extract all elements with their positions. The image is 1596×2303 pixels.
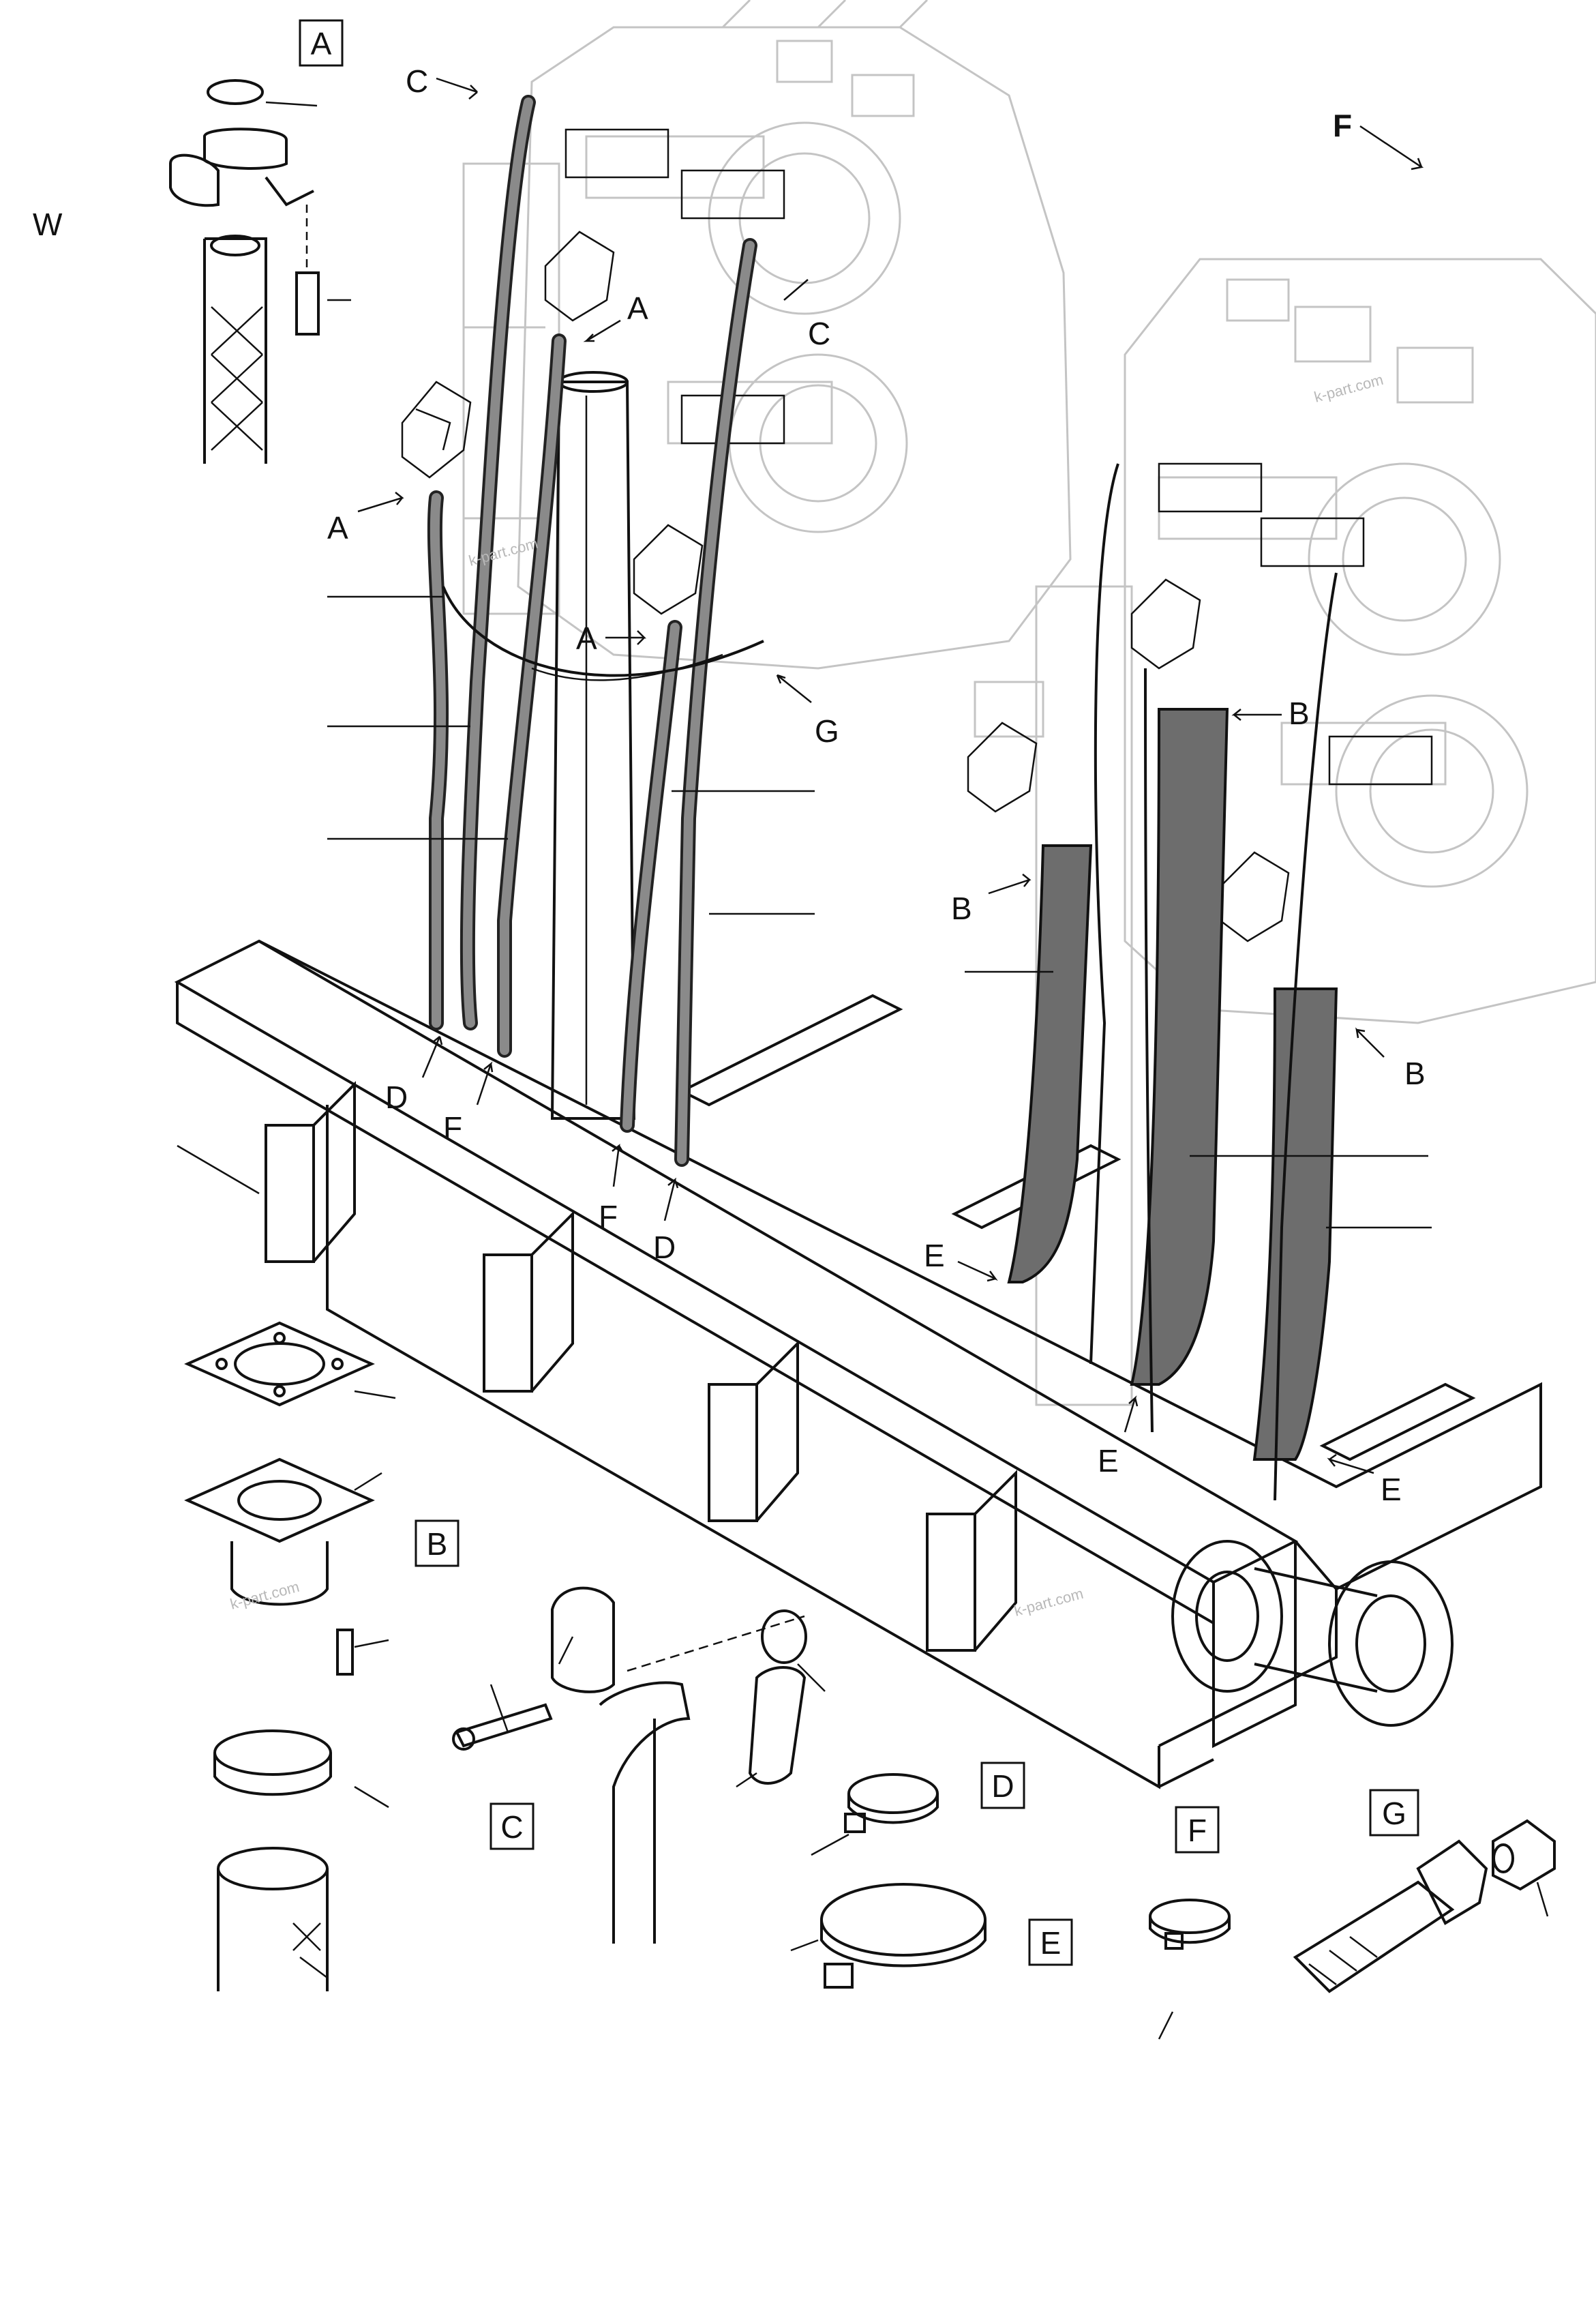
callout-b-top: B [1289, 696, 1310, 731]
hoses-right-group [1007, 463, 1338, 1501]
pump-gearbox-left [462, 0, 1072, 670]
detail-c-box [490, 1802, 534, 1850]
detail-a-box [299, 19, 344, 67]
detail-f-box [1175, 1806, 1220, 1854]
callout-f-mid: F [599, 1199, 618, 1234]
detail-c-label: C [500, 1809, 523, 1845]
callout-d-left: D [385, 1080, 408, 1115]
detail-g-fitting [1293, 1819, 1556, 1993]
detail-c-parts [452, 1586, 807, 1944]
detail-e-box [1028, 1918, 1073, 1966]
detail-b-label: B [427, 1526, 448, 1562]
detail-g-box [1369, 1789, 1419, 1837]
detail-d-box [980, 1762, 1025, 1809]
leader-lines [265, 101, 1549, 2040]
callout-e-right: E [1381, 1472, 1402, 1507]
callout-f-left: F [443, 1110, 462, 1146]
detail-b-parts [184, 1321, 375, 1991]
callout-d-mid: D [653, 1230, 676, 1265]
suction-pipe [550, 371, 636, 1120]
callout-c-right: C [808, 316, 830, 351]
callout-c-top: C [406, 63, 428, 99]
watermark: k-part.com [1312, 371, 1385, 406]
callout-e-mid: E [1098, 1443, 1119, 1479]
callout-arrows [357, 77, 1424, 1474]
watermark: k-part.com [1012, 1585, 1085, 1620]
tank-frame [174, 939, 1542, 1789]
callout-a-left: A [327, 510, 348, 546]
detail-e-label: E [1040, 1925, 1062, 1961]
watermark: k-part.com [467, 535, 540, 569]
callout-a-top: A [627, 291, 648, 326]
detail-g-label: G [1382, 1796, 1406, 1831]
watermark: k-part.com [228, 1578, 301, 1613]
detail-a-parts [169, 79, 320, 464]
callout-b-right: B [1404, 1056, 1426, 1091]
front-direction-label: F [1333, 108, 1352, 143]
detail-f-label: F [1188, 1813, 1207, 1848]
callout-e-left: E [924, 1238, 945, 1273]
detail-a-label: A [311, 26, 332, 61]
hoses-left-group [427, 95, 764, 1167]
callout-a-mid: A [576, 621, 597, 656]
callout-g: G [815, 713, 839, 749]
valve-blocks [401, 128, 1433, 942]
detail-b-box [415, 1519, 460, 1567]
callout-b-left: B [951, 891, 972, 926]
detail-d-e-f-clamps [820, 1773, 1231, 1989]
detail-d-label: D [991, 1768, 1014, 1804]
label-w: W [33, 207, 63, 242]
